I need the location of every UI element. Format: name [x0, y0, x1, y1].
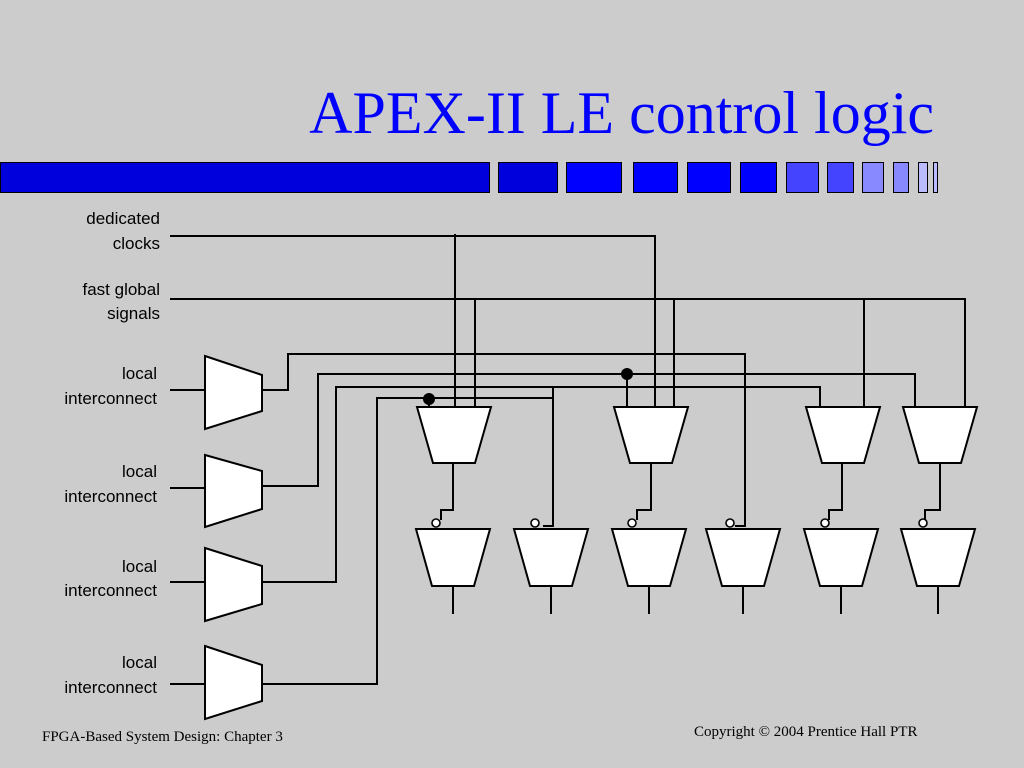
output-mux — [899, 528, 977, 587]
control-mux — [804, 406, 882, 464]
input-label: dedicated — [86, 209, 160, 228]
input-label: interconnect — [64, 389, 157, 408]
fast-global-line — [170, 298, 966, 407]
control-mux — [901, 406, 979, 464]
input-label: local — [122, 653, 157, 672]
inverter-bubble — [918, 518, 928, 528]
input-label: clocks — [113, 234, 160, 253]
junction-dot — [423, 393, 435, 405]
local-route-3 — [262, 386, 821, 583]
slide-title: APEX-II LE control logic — [309, 80, 934, 146]
control-mux — [415, 406, 493, 464]
output-mux — [802, 528, 880, 587]
input-label: signals — [107, 304, 160, 323]
band-segment — [0, 162, 490, 193]
inverter-bubble — [530, 518, 540, 528]
control-mux — [612, 406, 690, 464]
input-mux — [204, 546, 263, 623]
footer-copyright: Copyright © 2004 Prentice Hall PTR — [694, 724, 918, 740]
junction-dot — [621, 368, 633, 380]
input-mux — [204, 644, 263, 721]
input-label: local — [122, 557, 157, 576]
local-route-2 — [262, 373, 916, 487]
band-segment — [566, 162, 622, 193]
band-segment — [827, 162, 854, 193]
input-mux — [204, 354, 263, 431]
input-label: local — [122, 364, 157, 383]
band-segment — [918, 162, 928, 193]
band-segment — [933, 162, 938, 193]
input-label: interconnect — [64, 487, 157, 506]
band-segment — [786, 162, 819, 193]
input-label: fast global — [83, 280, 161, 299]
title-decoration-band — [0, 160, 1024, 196]
clock-line — [170, 235, 656, 407]
output-mux — [512, 528, 590, 587]
input-mux — [204, 453, 263, 529]
inverter-bubble — [725, 518, 735, 528]
output-mux — [414, 528, 492, 587]
input-label: interconnect — [64, 678, 157, 697]
band-segment — [893, 162, 909, 193]
le-control-logic-diagram: dedicated clocks fast global signals loc… — [64, 209, 979, 721]
band-segment — [687, 162, 731, 193]
inverter-bubble — [627, 518, 637, 528]
input-label: local — [122, 462, 157, 481]
inverter-bubble — [431, 518, 441, 528]
inverter-bubble — [820, 518, 830, 528]
band-segment — [862, 162, 884, 193]
footer-chapter: FPGA-Based System Design: Chapter 3 — [42, 729, 283, 745]
local-route-4 — [262, 397, 553, 685]
band-segment — [633, 162, 678, 193]
band-segment — [498, 162, 558, 193]
local-route-1 — [262, 353, 746, 527]
output-mux — [610, 528, 688, 587]
input-label: interconnect — [64, 581, 157, 600]
local-route-3-tap — [543, 387, 554, 527]
band-segment — [740, 162, 777, 193]
output-mux — [704, 528, 782, 587]
